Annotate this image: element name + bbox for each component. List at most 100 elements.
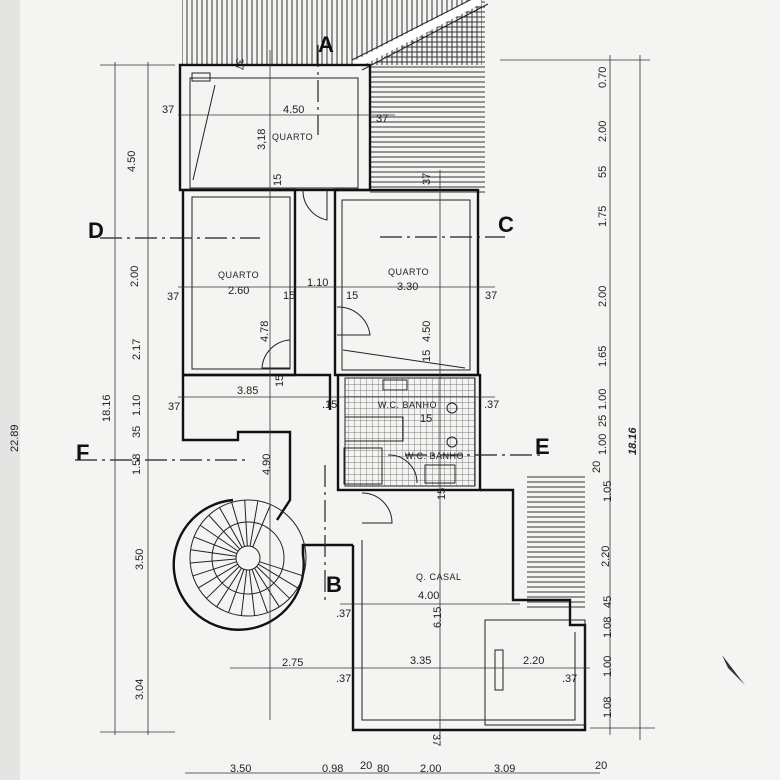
- stair-tread: [259, 561, 304, 577]
- stair-tread: [231, 502, 246, 547]
- stair-tread: [248, 569, 256, 616]
- dim-left-total: 18.16: [101, 394, 113, 422]
- dim-right: 0.70: [597, 67, 609, 88]
- dim-left: 3.50: [134, 549, 146, 570]
- stair-tread: [193, 536, 237, 555]
- dim-bottom: 20: [360, 760, 372, 772]
- pencil-mark: [722, 655, 745, 685]
- dimension-lines: [100, 50, 655, 774]
- dim-interior: .37: [562, 673, 577, 685]
- dim-bottom: 3.50: [230, 763, 251, 775]
- stair-tread: [190, 558, 237, 564]
- dim-interior: 4.78: [259, 321, 271, 342]
- room-wc-1: W.C. BANHO: [378, 400, 437, 410]
- dim-interior: 37: [376, 113, 388, 125]
- stair-tread: [251, 569, 268, 613]
- dim-right: 45: [602, 596, 614, 608]
- door-swings: [261, 189, 418, 524]
- walls: [178, 63, 587, 732]
- section-a: A: [318, 32, 334, 57]
- section-d: D: [88, 218, 104, 243]
- section-lines: [75, 45, 545, 600]
- dim-bottom: 3.09: [494, 763, 515, 775]
- spiral-staircase: [172, 498, 307, 631]
- dim-interior: 37: [168, 401, 180, 413]
- dim-interior: 4.90: [261, 454, 273, 475]
- dim-interior: 37: [430, 734, 442, 746]
- dim-right: 55: [597, 166, 609, 178]
- dim-right: 1.00: [597, 389, 609, 410]
- room-labels: QUARTO QUARTO QUARTO W.C. BANHO W.C. BAN…: [218, 132, 464, 582]
- dim-left: 4.50: [126, 151, 138, 172]
- dim-interior: .37: [484, 399, 499, 411]
- stair-tread: [208, 514, 241, 550]
- section-f: F: [76, 440, 89, 465]
- dim-interior: 15: [436, 488, 448, 500]
- dim-interior: 15: [272, 174, 284, 186]
- dim-interior: 3.30: [397, 281, 418, 293]
- dim-bottom: 2.00: [420, 763, 441, 775]
- dim-right: 1.05: [602, 481, 614, 502]
- dim-right: 1.08: [602, 697, 614, 718]
- stair-tread: [228, 569, 245, 613]
- dim-interior: 4.00: [418, 590, 439, 602]
- dim-right: 20: [591, 461, 603, 473]
- dim-interior: 15: [346, 290, 358, 302]
- section-e: E: [535, 434, 550, 459]
- dim-interior: 1.10: [307, 277, 328, 289]
- stair-tread: [249, 500, 259, 547]
- dim-interior: .15: [322, 399, 337, 411]
- stair-tread: [206, 566, 240, 599]
- dim-interior: 4.50: [283, 104, 304, 116]
- dim-right: 2.00: [597, 286, 609, 307]
- roof-hatch: [182, 0, 489, 195]
- stair-tread: [198, 563, 238, 589]
- stair-tread: [219, 507, 243, 548]
- dim-left: 35: [131, 426, 143, 438]
- dim-right: 1.65: [597, 346, 609, 367]
- dim-interior: 3.85: [237, 385, 258, 397]
- room-quarto-right: QUARTO: [388, 267, 429, 277]
- dim-interior: 2.20: [523, 655, 544, 667]
- dim-right: 1.75: [597, 206, 609, 227]
- dim-interior: 15: [420, 413, 432, 425]
- dim-left: 2.00: [129, 266, 141, 287]
- stair-tread: [258, 563, 298, 589]
- dim-interior: 3,18: [256, 129, 268, 150]
- stair-tread: [192, 561, 237, 577]
- dimension-labels: 4.50 2.00 2.17 18.16 1.10 35 1.58 3.50 3…: [9, 58, 639, 775]
- stair-tread: [199, 524, 239, 552]
- dim-right: 1.00: [602, 656, 614, 677]
- dim-interior: 4.50: [421, 321, 433, 342]
- page-edge-shadow: [0, 0, 20, 780]
- dim-interior: 2.75: [282, 657, 303, 669]
- dim-interior: 15: [283, 290, 295, 302]
- dim-interior: 6.15: [432, 607, 444, 628]
- stair-tread: [216, 567, 242, 608]
- dim-interior: 15: [274, 375, 286, 387]
- dim-right: 1.08: [602, 617, 614, 638]
- dim-interior: .37: [336, 673, 351, 685]
- dim-interior: 37: [421, 173, 433, 185]
- dim-left: 1.58: [131, 454, 143, 475]
- dim-interior: 37: [162, 104, 174, 116]
- room-casal: Q. CASAL: [416, 572, 462, 582]
- room-wc-2: W.C. BANHO: [405, 451, 464, 461]
- stair-tread: [240, 569, 248, 616]
- dim-left: 3.04: [134, 679, 146, 700]
- dim-bottom: 80: [377, 763, 389, 775]
- dim-interior: 3.35: [410, 655, 431, 667]
- stair-tread: [252, 504, 272, 548]
- dim-right: 25: [597, 415, 609, 427]
- section-c: C: [498, 212, 514, 237]
- stair-tread: [190, 549, 237, 557]
- section-b: B: [326, 572, 342, 597]
- room-quarto-left: QUARTO: [218, 270, 259, 280]
- stair-tread: [256, 566, 290, 599]
- dim-interior: .37: [336, 608, 351, 620]
- dim-right: 2.00: [597, 121, 609, 142]
- dim-overall: 22.89: [9, 424, 21, 452]
- stair-tread: [254, 567, 280, 608]
- dim-interior: 15: [421, 350, 433, 362]
